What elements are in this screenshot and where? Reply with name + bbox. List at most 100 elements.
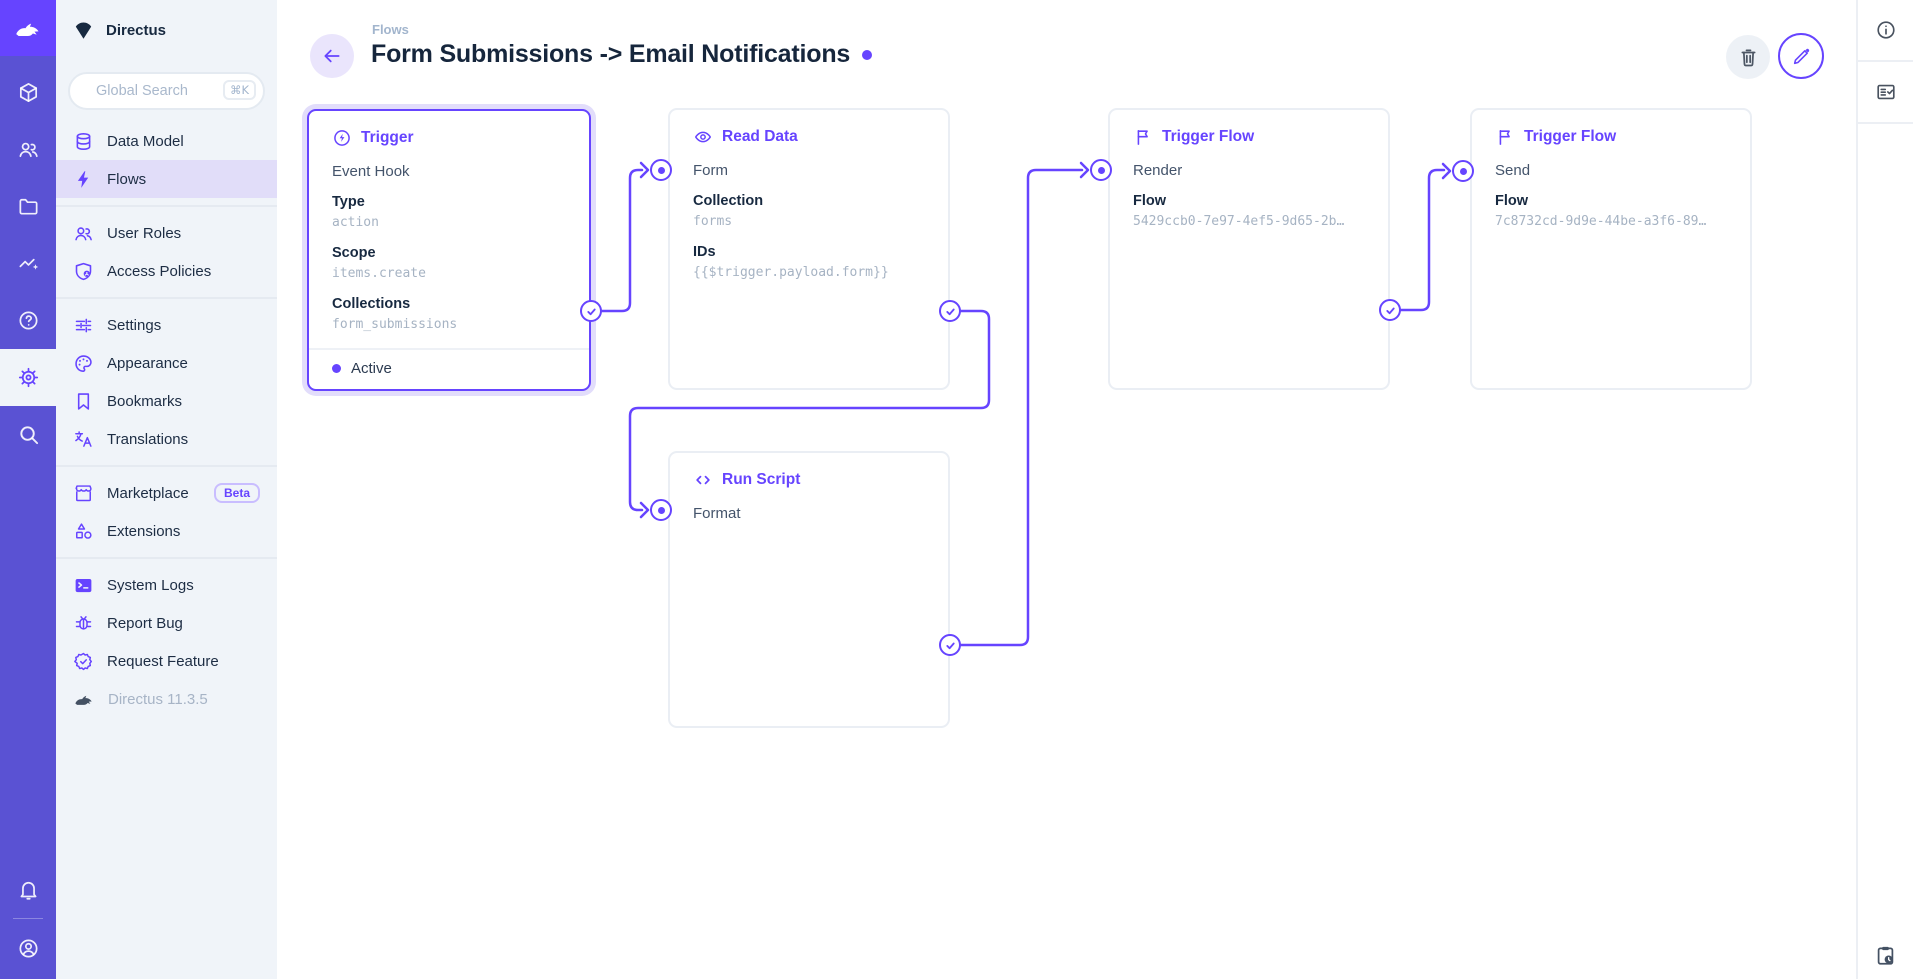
module-search[interactable] — [0, 406, 56, 463]
module-help[interactable] — [0, 292, 56, 349]
breadcrumb[interactable]: Flows — [372, 22, 409, 37]
sidebar-item-flows[interactable]: Flows — [56, 160, 277, 198]
sidebar-item-report-bug[interactable]: Report Bug — [56, 604, 277, 642]
info-icon — [1875, 19, 1897, 41]
module-files[interactable] — [0, 178, 56, 235]
trash-icon — [1738, 47, 1759, 68]
status-label: Active — [351, 360, 392, 377]
field-label: IDs — [693, 244, 716, 260]
sidebar-item-appearance[interactable]: Appearance — [56, 344, 277, 382]
output-connector-run-script[interactable] — [939, 634, 961, 656]
back-button[interactable] — [310, 34, 354, 78]
output-connector-trigger[interactable] — [580, 300, 602, 322]
sidebar-item-data-model[interactable]: Data Model — [56, 122, 277, 160]
sidebar-item-bookmarks[interactable]: Bookmarks — [56, 382, 277, 420]
palette-icon — [73, 353, 94, 374]
sidebar-item-label: Marketplace — [107, 484, 189, 502]
panel-header: Run Script — [693, 470, 925, 490]
panel-name: Send — [1495, 162, 1531, 179]
field-value: {{$trigger.payload.form}} — [693, 265, 889, 280]
panel-type-label: Read Data — [722, 128, 798, 145]
sidebar-item-user-roles[interactable]: User Roles — [56, 214, 277, 252]
panel-name: Form — [693, 162, 728, 179]
flag-icon — [1133, 127, 1153, 147]
arrow-left-icon — [322, 46, 342, 66]
sidebar-item-access-policies[interactable]: Access Policies — [56, 252, 277, 290]
page-title: Form Submissions -> Email Notifications — [371, 40, 851, 68]
check-icon — [945, 642, 955, 649]
module-insights[interactable] — [0, 235, 56, 292]
people-icon — [17, 138, 40, 161]
directus-logo[interactable] — [0, 0, 56, 56]
sidebar-item-label: User Roles — [107, 224, 182, 242]
field-value: action — [332, 215, 379, 230]
wire-arrowhead — [1079, 161, 1090, 179]
panel-header: Trigger — [332, 128, 566, 148]
output-connector-trigger-flow-render[interactable] — [1379, 299, 1401, 321]
sidebar-item-label: Data Model — [107, 132, 184, 150]
wire-arrowhead — [639, 161, 650, 179]
sidebar-divider — [56, 557, 277, 559]
module-settings[interactable] — [0, 349, 56, 406]
title-row: Form Submissions -> Email Notifications — [371, 40, 873, 69]
sidebar-item-label: Translations — [107, 430, 189, 448]
module-users[interactable] — [0, 121, 56, 178]
notifications-button[interactable] — [0, 864, 56, 914]
sidebar-divider — [56, 465, 277, 467]
project-header[interactable]: Directus — [56, 0, 277, 60]
database-icon — [73, 131, 94, 152]
sidebar-item-label: Settings — [107, 316, 162, 334]
sidebar-divider — [56, 205, 277, 207]
edit-flow-button[interactable] — [1778, 33, 1824, 79]
input-connector-read-data[interactable] — [650, 159, 672, 181]
field-value: 5429ccb0-7e97-4ef5-9d65-2b… — [1133, 214, 1345, 229]
extension-icon — [73, 521, 94, 542]
module-bar — [0, 0, 56, 979]
sidebar-item-label: Extensions — [107, 522, 181, 540]
seal-check-icon — [73, 651, 94, 672]
sidebar-item-label: System Logs — [107, 576, 194, 594]
input-connector-trigger-flow-render[interactable] — [1090, 159, 1112, 181]
delete-flow-button[interactable] — [1726, 35, 1770, 79]
account-circle-icon — [17, 937, 40, 960]
input-connector-trigger-flow-send[interactable] — [1452, 160, 1474, 182]
field-label: Scope — [332, 245, 376, 261]
input-connector-run-script[interactable] — [650, 499, 672, 521]
field-label: Flow — [1133, 193, 1167, 209]
sidebar-item-extensions[interactable]: Extensions — [56, 512, 277, 550]
sidebar-fact-check-button[interactable] — [1858, 62, 1913, 124]
wire-trigger-to-read-data — [600, 168, 644, 313]
shield-user-icon — [73, 261, 94, 282]
field-value: items.create — [332, 266, 426, 281]
sidebar-item-translations[interactable]: Translations — [56, 420, 277, 458]
wire-arrowhead — [639, 501, 650, 519]
sidebar-info-button[interactable] — [1858, 0, 1913, 62]
account-button[interactable] — [0, 923, 56, 973]
bug-icon — [73, 613, 94, 634]
global-search: ⌘K — [68, 72, 265, 110]
search-shortcut-badge: ⌘K — [222, 80, 256, 100]
folder-icon — [17, 195, 40, 218]
flow-logs-button[interactable] — [1858, 944, 1913, 967]
bookmark-icon — [73, 391, 94, 412]
flow-panel-run-script[interactable]: Run Script Format — [668, 451, 950, 728]
bell-icon — [17, 878, 40, 901]
bolt-icon — [73, 169, 94, 190]
panel-name: Event Hook — [332, 163, 410, 180]
sidebar-item-settings[interactable]: Settings — [56, 306, 277, 344]
field-value: 7c8732cd-9d9e-44be-a3f6-89… — [1495, 214, 1707, 229]
sidebar-item-system-logs[interactable]: System Logs — [56, 566, 277, 604]
status-dot — [332, 364, 341, 373]
trending-icon — [17, 252, 40, 275]
store-icon — [73, 483, 94, 504]
flow-canvas: Flows Form Submissions -> Email Notifica… — [277, 0, 1856, 979]
output-connector-read-data[interactable] — [939, 300, 961, 322]
sidebar-item-request-feature[interactable]: Request Feature — [56, 642, 277, 680]
module-content[interactable] — [0, 64, 56, 121]
right-sidebar-rail — [1856, 0, 1913, 979]
